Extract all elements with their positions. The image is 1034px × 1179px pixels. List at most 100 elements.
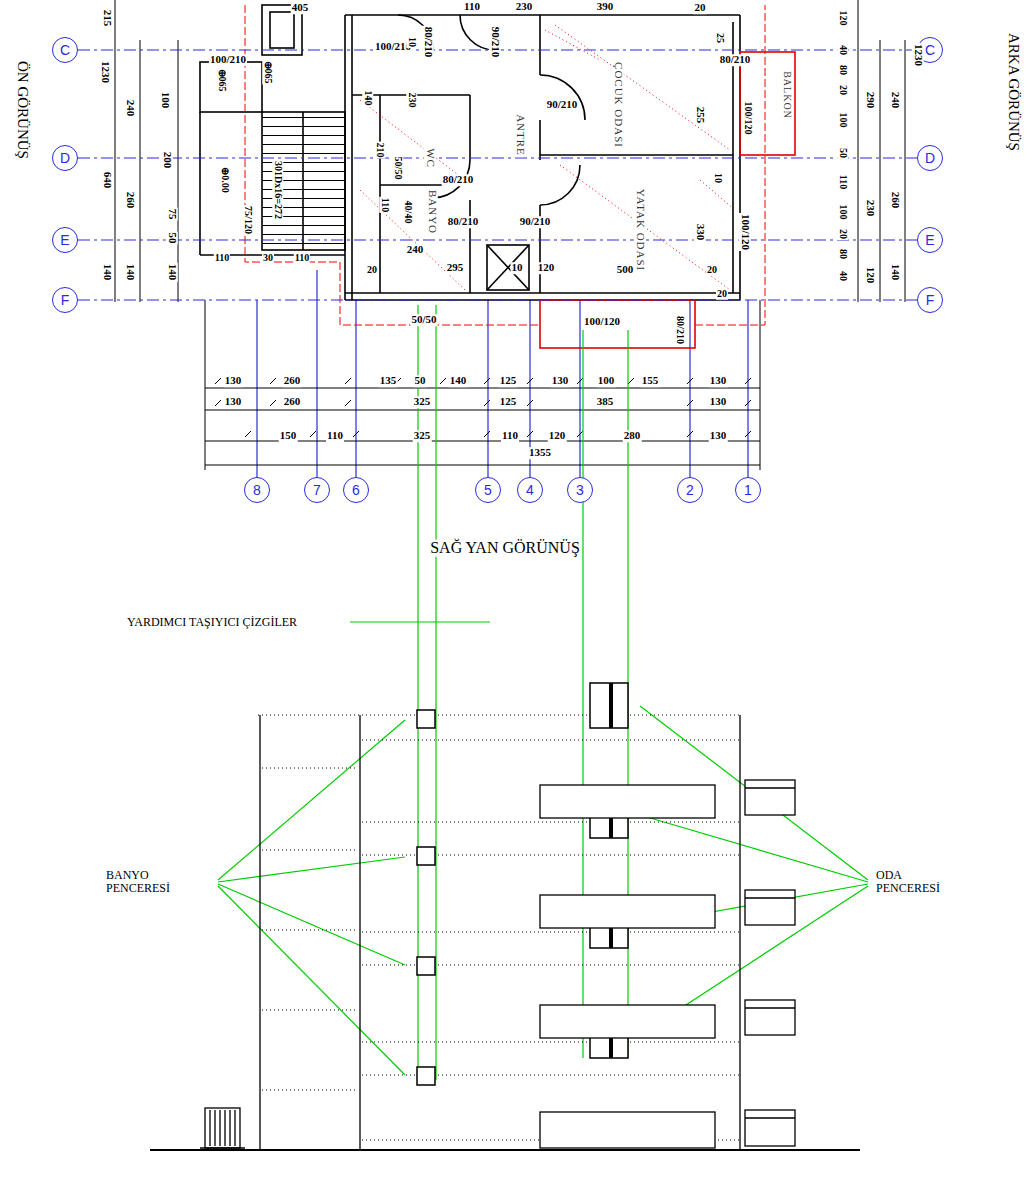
grid-line bbox=[487, 300, 488, 478]
plan-wall bbox=[352, 94, 470, 96]
dimension-text: 80/210 bbox=[675, 315, 686, 345]
dimension-text: 120 bbox=[548, 430, 567, 442]
floor-line bbox=[362, 932, 740, 933]
dimension-text: 75 bbox=[166, 208, 178, 221]
axis-circle: D bbox=[917, 145, 943, 171]
dimension-line bbox=[245, 431, 751, 437]
dimension-text: 80/210 bbox=[719, 54, 752, 66]
projection-line bbox=[218, 720, 405, 880]
dimension-text: 80/210 bbox=[447, 216, 480, 228]
dimension-text: 30 bbox=[262, 253, 274, 264]
axis-label: C bbox=[60, 42, 70, 58]
projection-line bbox=[350, 621, 490, 622]
dimension-line bbox=[140, 40, 141, 302]
dimension-text: 50/50 bbox=[393, 156, 404, 181]
plan-wall bbox=[540, 75, 585, 120]
dimension-text: 10 bbox=[511, 262, 524, 274]
plan-wall bbox=[302, 112, 304, 250]
dimension-text: 130 bbox=[709, 375, 728, 387]
balcony-slab bbox=[745, 1110, 795, 1146]
view-title: ÖN GÖRÜNÜŞ bbox=[14, 60, 30, 160]
dimension-text: 125 bbox=[499, 396, 518, 408]
dimension-text: 140 bbox=[363, 90, 374, 107]
floor-line bbox=[362, 1042, 740, 1043]
dimension-text: 50 bbox=[838, 147, 849, 159]
floor-line bbox=[362, 740, 740, 741]
dimension-text: 240 bbox=[889, 91, 901, 110]
floor-line bbox=[262, 1090, 358, 1091]
dimension-text: 301Dx16=272 bbox=[273, 160, 284, 220]
dimension-text: 290 bbox=[864, 91, 876, 110]
dimension-line bbox=[205, 441, 760, 442]
dimension-text: 120 bbox=[537, 262, 556, 274]
axis-label: E bbox=[925, 232, 934, 248]
dimension-line bbox=[905, 40, 906, 302]
balcony-outline bbox=[540, 300, 695, 348]
axis-circle: 5 bbox=[475, 477, 501, 503]
plan-wall bbox=[345, 292, 740, 294]
dimension-text: 140 bbox=[166, 263, 178, 282]
dimension-text: 25 bbox=[715, 32, 726, 44]
balcony-slab bbox=[540, 1112, 715, 1148]
dimension-text: 100 bbox=[838, 204, 849, 221]
view-title: SAĞ YAN GÖRÜNÜŞ bbox=[429, 540, 581, 557]
plan-wall bbox=[539, 15, 541, 75]
dimension-text: 500 bbox=[616, 264, 635, 276]
dimension-text: 390 bbox=[596, 1, 615, 13]
dimension-text: 75/120 bbox=[243, 205, 254, 235]
axis-circle: 7 bbox=[304, 477, 330, 503]
dimension-text: 130 bbox=[551, 375, 570, 387]
dimension-text: 135 bbox=[379, 375, 398, 387]
dimension-line bbox=[205, 410, 760, 411]
plan-wall bbox=[351, 15, 353, 300]
floor-line bbox=[258, 715, 742, 716]
balcony-outline bbox=[740, 52, 795, 155]
dimension-text: 255 bbox=[694, 106, 706, 125]
dimension-text: 325 bbox=[413, 430, 432, 442]
dimension-text: 330 bbox=[694, 223, 706, 242]
plan-wall bbox=[539, 120, 541, 160]
projection-line bbox=[218, 884, 405, 965]
plan-wall bbox=[379, 95, 381, 293]
dimension-text: 80 bbox=[838, 248, 849, 260]
floor-line bbox=[262, 768, 358, 769]
dimension-text: 260 bbox=[283, 396, 302, 408]
dimension-line bbox=[880, 40, 881, 302]
dimension-text: 80/210 bbox=[442, 174, 475, 186]
room-window bbox=[590, 683, 628, 728]
dimension-text: 230 bbox=[407, 92, 418, 109]
dimension-text: 50/50 bbox=[410, 314, 437, 326]
balcony-slab bbox=[745, 890, 795, 925]
dimension-text: 40/40 bbox=[403, 200, 414, 225]
plan-wall bbox=[469, 95, 471, 160]
plan-wall bbox=[540, 154, 733, 156]
elevation-outline bbox=[200, 1147, 245, 1148]
grid-line bbox=[579, 300, 580, 478]
dimension-text: 10 bbox=[713, 172, 724, 184]
dimension-text: 125 bbox=[499, 375, 518, 387]
floor-line bbox=[258, 715, 742, 1140]
dimension-text: 100 bbox=[159, 91, 171, 110]
dimension-text: 110 bbox=[463, 1, 481, 13]
dimension-text: 130 bbox=[709, 396, 728, 408]
dimension-text: 100 bbox=[838, 112, 849, 129]
dimension-text: 110 bbox=[501, 430, 519, 442]
dimension-text: 295 bbox=[446, 262, 465, 274]
axis-label: F bbox=[926, 292, 935, 308]
axis-line bbox=[78, 239, 917, 240]
plan-wall bbox=[432, 160, 470, 198]
bathroom-window bbox=[417, 957, 435, 975]
dimension-line bbox=[178, 40, 179, 302]
bathroom-window bbox=[417, 847, 435, 865]
dimension-text: 140 bbox=[101, 263, 113, 282]
dimension-text: 1230 bbox=[99, 60, 111, 84]
dimension-text: 50 bbox=[414, 375, 427, 387]
floor-line bbox=[362, 822, 740, 823]
plan-wall bbox=[200, 5, 740, 300]
dimension-text: 90/210 bbox=[546, 99, 579, 111]
dimension-line bbox=[205, 388, 760, 389]
plan-wall bbox=[200, 254, 345, 256]
dimension-text: 90/210 bbox=[489, 26, 501, 59]
